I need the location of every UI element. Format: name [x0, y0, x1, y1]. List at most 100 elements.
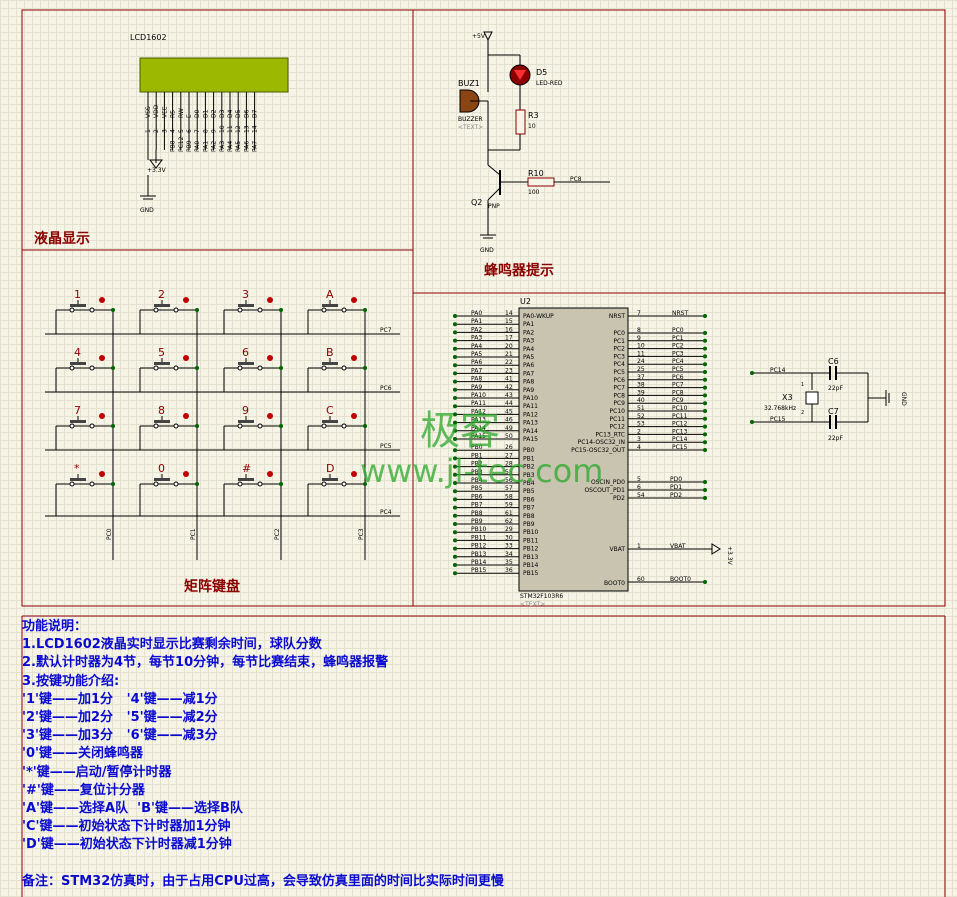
key-pin	[237, 365, 243, 371]
mcu-pin-number: 30	[505, 534, 513, 541]
key-indicator	[183, 297, 189, 303]
mcu-net-right: PC12	[672, 421, 688, 428]
mcu-pin-number: 61	[505, 510, 513, 517]
mcu-pin-name: PA3	[523, 338, 534, 345]
mcu-pin-name: PC6	[613, 377, 625, 384]
supply-symbol	[149, 159, 163, 169]
resistor-r3	[515, 109, 526, 135]
col-net-label: PC2	[274, 528, 281, 540]
lcd-pin-name: D3	[219, 109, 226, 118]
mcu-net-right: PC13	[672, 428, 688, 435]
mcu-net-left: PB6	[471, 493, 483, 500]
pin-terminal	[703, 370, 707, 374]
mcu-pin-number: 11	[637, 350, 645, 357]
lcd-pin-net: PA0	[194, 141, 201, 152]
mcu-pin-number: 2	[637, 428, 641, 435]
lcd-pin-net: PA6	[243, 141, 250, 152]
led-d5-glyph	[514, 70, 526, 80]
mcu-pin-name: PA5	[523, 354, 534, 361]
key-pin	[173, 423, 179, 429]
key-pin	[321, 365, 327, 371]
mcu-net-right: PC6	[672, 374, 684, 381]
lcd-pin-number: 8	[202, 129, 209, 133]
note-line: '2'键——加2分 '5'键——减2分	[22, 710, 218, 726]
mcu-pin-number: 24	[637, 358, 645, 365]
key-indicator	[267, 471, 273, 477]
junction-dot	[363, 308, 367, 312]
mcu-pin-name: PB7	[523, 505, 535, 512]
mcu-pin-number: 55	[505, 469, 513, 476]
junction-dot	[279, 308, 283, 312]
mcu-pin-number: 58	[505, 493, 513, 500]
mcu-pin-name: OSCOUT_PD1	[584, 487, 625, 494]
ground-label: GND	[140, 207, 154, 214]
key-cap	[154, 478, 170, 481]
key-pin	[341, 307, 347, 313]
note-line: '0'键——关闭蜂鸣器	[22, 746, 144, 762]
mcu-net-right: PC1	[672, 335, 684, 342]
pin-terminal	[453, 437, 457, 441]
pin-terminal	[453, 428, 457, 433]
mcu-net-left: PB0	[471, 444, 483, 451]
key-pin	[69, 423, 75, 429]
mcu-pin-number: 5	[637, 476, 641, 483]
pin-terminal	[703, 385, 707, 390]
resistor-r10-ref: R10	[528, 169, 544, 178]
key-cap	[322, 478, 338, 481]
key-pin	[257, 365, 263, 371]
mcu-pin-number: 20	[505, 343, 513, 350]
pin-terminal	[703, 440, 707, 445]
mcu-net-left: PB14	[471, 559, 487, 566]
junction-dot	[195, 366, 199, 370]
lcd-pin-name: E	[186, 114, 193, 118]
pin-terminal	[453, 489, 457, 494]
lcd-pin-name: D5	[235, 109, 242, 118]
mcu-pin-number: 51	[637, 405, 645, 412]
key-indicator	[183, 471, 189, 477]
junction-dot	[279, 482, 283, 486]
key-indicator	[99, 355, 105, 361]
key-pin	[237, 481, 243, 487]
mcu-pin-name: PB5	[523, 488, 535, 495]
crystal-pin: 2	[801, 410, 804, 416]
mcu-pin-name: PC1	[613, 338, 625, 345]
row-net-label: PC7	[380, 327, 392, 334]
mcu-pin-number: 4	[637, 444, 641, 451]
supply-symbol	[483, 31, 493, 42]
capacitor-value: 22pF	[828, 435, 843, 442]
junction-dot	[195, 424, 199, 428]
key-pin	[153, 365, 159, 371]
pin-terminal	[703, 401, 707, 406]
mcu-net-left: PA14	[471, 425, 486, 432]
mcu-net-left: PB3	[471, 469, 483, 476]
mcu-net-left: PA3	[471, 335, 482, 342]
keypad-key-B	[322, 362, 338, 365]
lcd-pin-name: VDD	[153, 104, 160, 118]
key-indicator	[183, 413, 189, 419]
supply-label: +5V	[472, 33, 486, 40]
mcu-pin-name: PC11	[610, 416, 626, 423]
key-pin	[173, 481, 179, 487]
mcu-net-left: PA9	[471, 384, 482, 391]
pin-terminal	[453, 322, 457, 327]
key-pin	[321, 423, 327, 429]
mcu-pin-number: 28	[505, 461, 513, 468]
resistor-r3-ref: R3	[528, 111, 539, 120]
mcu-pin-name: PC15-OSC32_OUT	[571, 447, 625, 454]
mcu-pin-number: 54	[637, 492, 645, 499]
key-cap	[70, 362, 86, 365]
mcu-pin-name: BOOT0	[604, 580, 625, 587]
key-pin	[173, 307, 179, 313]
key-indicator	[99, 297, 105, 303]
lcd-pin-number: 1	[145, 129, 152, 133]
mcu-pin-name: PB12	[523, 546, 539, 553]
mcu-pin-name: PB3	[523, 472, 535, 479]
mcu-body	[518, 307, 629, 592]
mcu-pin-number: 52	[637, 413, 645, 420]
transistor-type: PNP	[488, 203, 500, 210]
mcu-pin-number: 57	[505, 485, 513, 492]
section-title-buzzer: 蜂鸣器提示	[484, 263, 554, 279]
supply-symbol	[711, 543, 721, 555]
note-line: '1'键——加1分 '4'键——减1分	[22, 691, 218, 707]
